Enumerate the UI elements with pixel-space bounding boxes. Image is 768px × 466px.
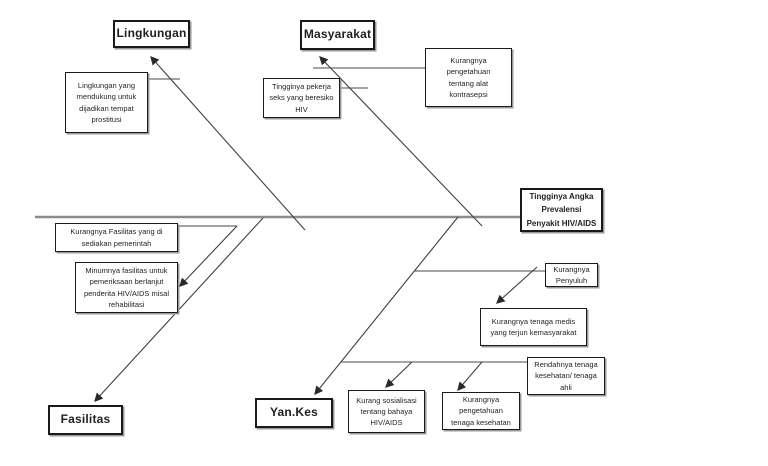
bone-yankes-line (314, 216, 459, 396)
cause-box-pengetahuan-tenaga: Kurangnya pengetahuan tenaga kesehatan (442, 392, 520, 430)
sub-bone-pengetahuan-tenaga-line (457, 361, 483, 392)
category-box-masyarakat: Masyarakat (300, 20, 375, 50)
cause-box-prostitusi: Lingkungan yang mendukung untuk dijadika… (65, 72, 148, 133)
bone-fasilitas-line (94, 217, 264, 402)
category-box-lingkungan: Lingkungan (113, 20, 190, 48)
bone-masyarakat-line (319, 56, 483, 227)
cause-box-pekerja-seks: Tingginya pekerja seks yang beresiko HIV (263, 78, 340, 118)
sub-bone-sosialisasi-line (385, 361, 413, 388)
sub-bone-tenaga-medis-line (496, 266, 538, 304)
bone-lingkungan-line (150, 56, 306, 231)
cause-box-fasilitas-pemeriksaan: Minumnya fasilitas untuk pemeriksaan ber… (75, 262, 178, 313)
category-box-fasilitas: Fasilitas (48, 405, 123, 435)
cause-box-tenaga-ahli: Rendahnya tenaga kesehatan/ tenaga ahli (527, 357, 605, 395)
cause-box-fasilitas-pemerintah: Kurangnya Fasilitas yang di sediakan pem… (55, 223, 178, 252)
category-box-yankes: Yan.Kes (255, 398, 333, 428)
cause-box-penyuluh: Kurangnya Penyuluh (545, 263, 598, 287)
cause-box-kontrasepsi: Kurangnya pengetahuan tentang alat kontr… (425, 48, 512, 107)
cause-box-tenaga-medis: Kurangnya tenaga medis yang terjun kemas… (480, 308, 587, 346)
sub-bone-fasilitas-pemeriksaan-line (179, 225, 238, 287)
effect-box: Tingginya Angka Prevalensi Penyakit HIV/… (520, 188, 603, 232)
cause-box-sosialisasi: Kurang sosialisasi tentang bahaya HIV/AI… (348, 390, 425, 433)
